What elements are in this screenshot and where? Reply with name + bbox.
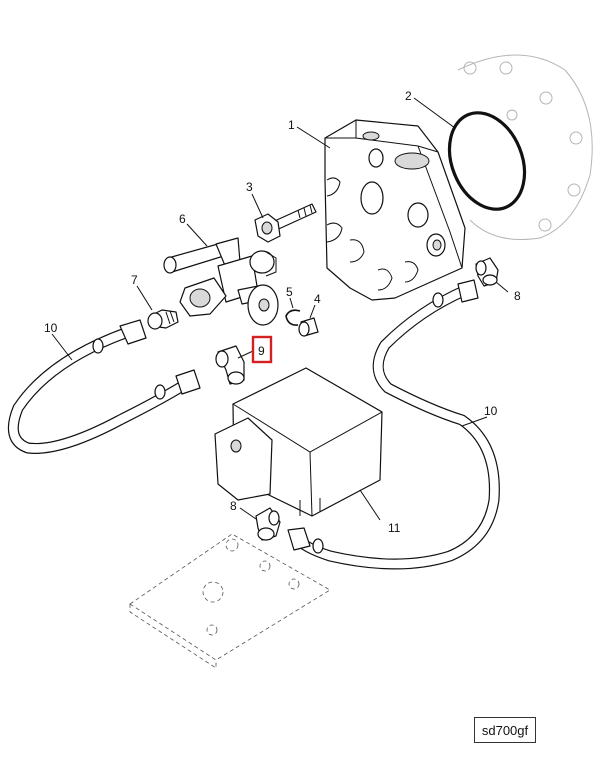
mounting-plate-dashed: [129, 533, 331, 669]
elbow-fitting: [215, 345, 245, 385]
callout-8-lower: 8: [230, 499, 237, 513]
leader-lines: [51, 97, 509, 521]
drawing-reference-code: sd700gf: [474, 717, 536, 743]
valve-assembly: [163, 237, 279, 326]
callout-10-right: 10: [484, 404, 498, 418]
solenoid-coil: [214, 367, 383, 517]
callout-11: 11: [388, 521, 401, 535]
valve-block: [324, 119, 466, 301]
callout-7: 7: [131, 273, 138, 287]
callout-9-box: [251, 335, 273, 364]
callout-1: 1: [288, 118, 295, 132]
hose-left: [7, 319, 201, 454]
retaining-ring: [285, 309, 301, 326]
callout-2: 2: [405, 89, 412, 103]
hose-right: [287, 279, 500, 570]
elbow-fitting-lower: [255, 507, 281, 541]
callout-3: 3: [246, 180, 253, 194]
callout-5: 5: [286, 285, 293, 299]
bolt: [254, 203, 317, 243]
adapter-fitting: [147, 309, 179, 330]
plug: [298, 317, 319, 337]
ghost-flange: [457, 54, 593, 241]
callout-6: 6: [179, 212, 186, 226]
o-ring: [447, 111, 527, 211]
callout-4: 4: [314, 292, 321, 306]
callout-9: 9: [258, 344, 265, 358]
elbow-fitting-right: [475, 257, 499, 287]
callout-9-highlight[interactable]: 9: [251, 335, 273, 364]
callout-10-left: 10: [44, 321, 58, 335]
callout-8-right: 8: [514, 289, 521, 303]
